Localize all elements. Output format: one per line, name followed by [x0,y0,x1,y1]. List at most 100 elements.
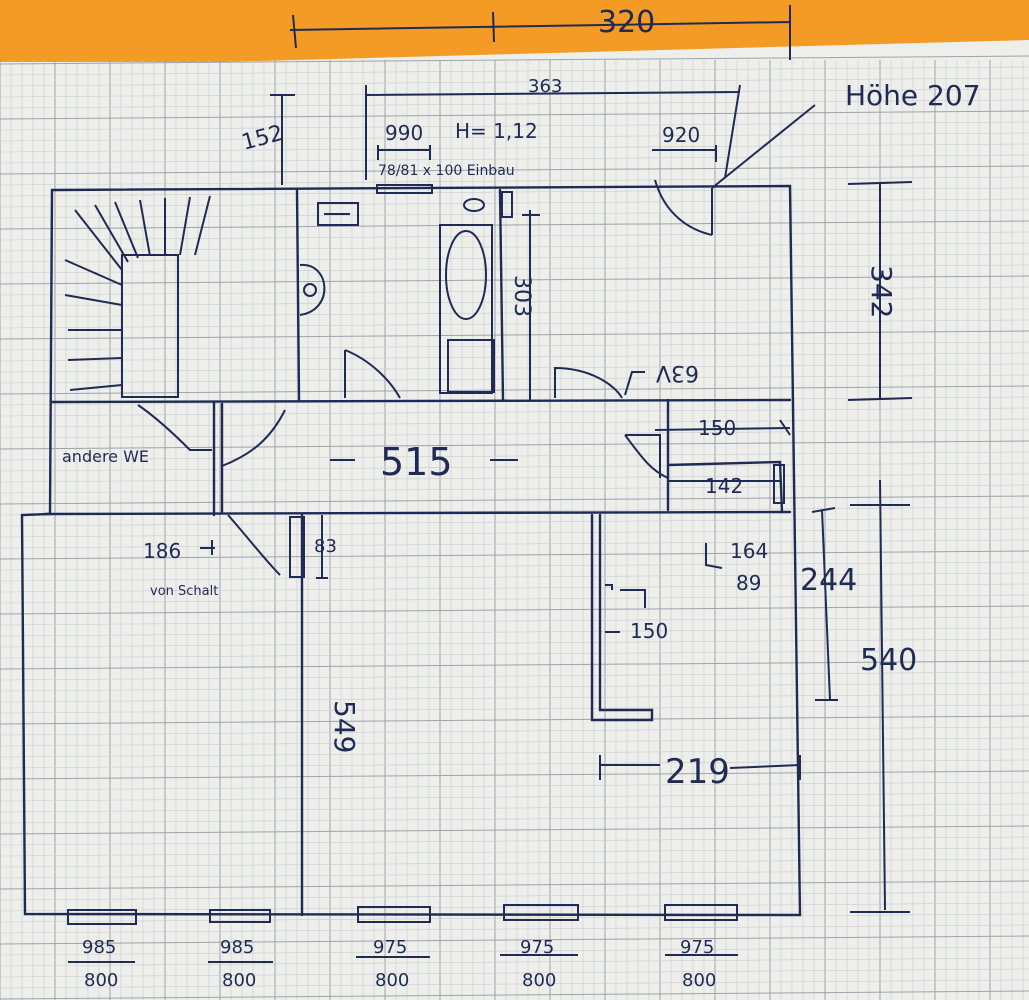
window-opening-label: 800 [522,970,556,991]
grid-line [0,341,1029,351]
grid-line [0,924,1029,934]
other-unit-label: andere WE [62,447,149,466]
window-width-label: 975 [373,937,407,958]
hall-top-wall [50,398,792,404]
radiator-icon [67,184,785,925]
grid-line [0,385,1029,395]
height-label: Höhe 207 [845,79,981,112]
grid-line [0,616,1029,626]
grid-line [0,77,1029,87]
dim-89: 89 [736,571,761,595]
stair-room-wall [295,188,301,402]
grid-line [0,946,1029,956]
grid-line [0,363,1029,373]
dim-342: 342 [865,265,898,318]
grid-line [0,154,1029,164]
grid-line [0,121,1029,131]
grid-line [0,968,1029,978]
hall-bottom-wall [43,510,792,516]
grid-line [0,649,1029,659]
grid-line [0,132,1029,142]
grid-line [0,902,1029,912]
grid-line [0,198,1029,208]
grid-line [0,913,1029,923]
grid-line [0,770,1029,780]
grid-line [0,143,1029,153]
switch-note: von Schalt [150,584,218,599]
dim-152: 152 [239,121,286,156]
grid-line [0,308,1029,318]
grid-line [0,528,1029,538]
grid-line [0,374,1029,384]
grid-line [0,990,1029,1000]
washing-machine-icon [317,202,359,226]
dim-142: 142 [705,474,743,498]
grid-line [0,704,1029,714]
grid-line [0,462,1029,472]
grid-lines [0,55,1029,1000]
grid-line [0,517,1029,527]
grid-line [0,803,1029,813]
grid-line [0,429,1029,439]
grid-line [0,451,1029,461]
grid-line [0,605,1029,615]
grid-line [0,550,1029,560]
grid-line [0,957,1029,967]
grid-line [0,726,1029,736]
grid-line [0,759,1029,769]
window-install-note: 78/81 x 100 Einbau [378,163,515,179]
toilet-icon [299,263,326,316]
grid-line [0,440,1029,450]
grid-line [0,836,1029,846]
window-opening-label: 800 [682,970,716,991]
grid-line [0,693,1029,703]
window-height: H= 1,12 [455,119,538,143]
grid-line [0,66,1029,76]
dim-top-320: 320 [598,5,655,40]
grid-line [0,275,1029,285]
grid-line [0,748,1029,758]
grid-line [0,539,1029,549]
dim-540: 540 [860,643,917,678]
dim-515: 515 [380,440,453,484]
grid-line [0,979,1029,989]
bathtub-icon [439,198,495,394]
grid-line [0,737,1029,747]
dim-920: 920 [662,123,700,147]
dim-83: 83 [314,536,337,557]
grid-line [0,660,1029,670]
grid-line [0,814,1029,824]
dim-303: 303 [509,275,534,317]
grid-line [0,231,1029,241]
grid-line [0,253,1029,263]
window-opening-label: 800 [222,970,256,991]
staircase-icon [64,195,211,398]
dim-219: 219 [665,752,730,792]
outer-wall [20,184,802,917]
grid-line [0,792,1029,802]
dim-150-kitchen: 150 [630,619,668,643]
grid-line [0,330,1029,340]
grid-line [0,319,1029,329]
bath-room-wall [498,188,505,402]
dim-186: 186 [143,539,181,563]
dim-549: 549 [328,700,361,753]
outlet-label: 63V [656,360,699,385]
grid-line [0,484,1029,494]
door-swing-icon [137,179,713,576]
grid-line [0,176,1029,186]
dim-164: 164 [730,539,768,563]
grid-line [0,495,1029,505]
grid-line [0,418,1029,428]
grid-line [0,264,1029,274]
grid-line [0,583,1029,593]
window-width-label: 985 [220,937,254,958]
grid-line [0,935,1029,945]
dim-150-hall: 150 [698,416,736,440]
grid-line [0,473,1029,483]
grid-line [0,671,1029,681]
grid-line [0,627,1029,637]
window-opening-label: 800 [84,970,118,991]
